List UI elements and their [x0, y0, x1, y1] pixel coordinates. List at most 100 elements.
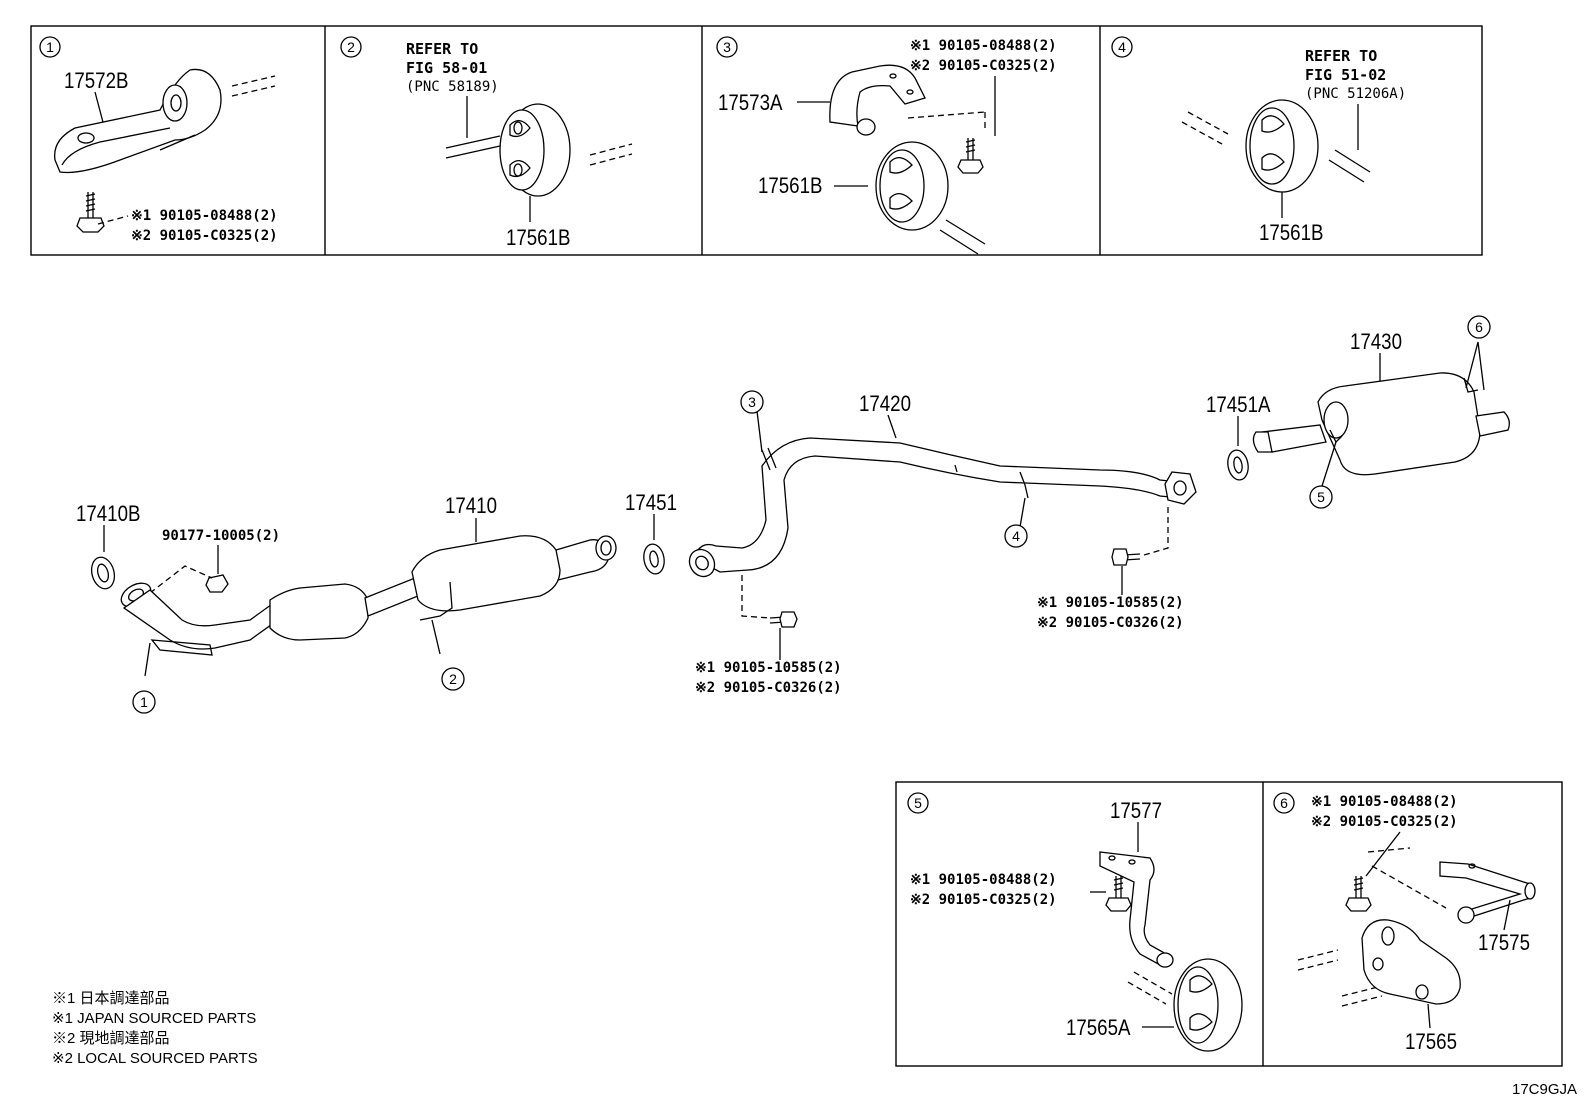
label-17451: 17451: [625, 492, 677, 516]
svg-text:1: 1: [140, 694, 148, 710]
legend-line-1: ※1 日本調達部品: [52, 990, 170, 1007]
callout-2: 2: [441, 667, 465, 691]
label-17420: 17420: [859, 393, 911, 417]
bottom-panels-frame: [895, 781, 1563, 1067]
legend: ※1 日本調達部品 ※1 JAPAN SOURCED PARTS ※2 現地調達…: [52, 990, 258, 1067]
leader-callout-6: [1465, 341, 1485, 391]
panel-6-bolt-note-1: ※1 90105-08488(2): [1311, 794, 1458, 810]
rubber-hanger-icon: [499, 103, 571, 197]
panel-6-dashed: [1367, 847, 1447, 909]
panel-4-pipe-stub: [1328, 149, 1371, 183]
panel-5: 5 17577 ※1 90105-08488(2) ※2 90105-C0325…: [907, 792, 1243, 1052]
panel-5-rubber-hanger-icon: [1173, 958, 1243, 1052]
panel-4-part-label: 17561B: [1259, 222, 1323, 246]
label-17410: 17410: [445, 495, 497, 519]
panel-6-number: 6: [1280, 795, 1288, 811]
panel-6-rod-leader: [1503, 899, 1511, 931]
panel-1-bolt-note-2: ※2 90105-C0325(2): [131, 228, 278, 244]
panel-2-number: 2: [347, 39, 355, 55]
panel-1-leader: [94, 91, 105, 127]
panel-3-bolt-note-1: ※1 90105-08488(2): [910, 38, 1057, 54]
panel-1-pipe-stub: [231, 75, 276, 97]
panel-4-refer-line-3: (PNC 51206A): [1305, 86, 1406, 102]
panel-3-rubber-label: 17561B: [758, 175, 822, 199]
panel-2-refer-line-3: (PNC 58189): [406, 79, 499, 95]
panel-6-pipe-stub-1: [1297, 949, 1339, 971]
front-pipe-catalytic-converter-icon: [120, 535, 617, 656]
panel-3-rubber-hanger-icon: [875, 141, 949, 231]
panel-4-number: 4: [1118, 39, 1126, 55]
leader-callout-4: [1019, 497, 1026, 528]
panel-2-pipe-stub-right: [589, 143, 633, 166]
gasket-17451A-icon: [1227, 449, 1249, 481]
svg-text:6: 6: [1475, 319, 1483, 335]
callout-6: 6: [1467, 315, 1491, 339]
panel-2: 2 REFER TO FIG 58-01 (PNC 58189) 17561B: [340, 36, 633, 251]
figure-code: 17C9GJA: [1512, 1081, 1577, 1098]
panel-3-pipe-stub: [939, 219, 986, 255]
exhaust-hanger-rod-icon: [829, 64, 926, 136]
legend-line-3: ※2 現地調達部品: [52, 1030, 170, 1047]
leader-callout-3: [756, 410, 763, 453]
nut-dashed-line: [149, 565, 213, 594]
panel-4-rubber-hanger-icon: [1245, 99, 1319, 193]
bolt-right-note-1: ※1 90105-10585(2): [1037, 595, 1184, 611]
panel-5-number: 5: [914, 795, 922, 811]
panel-5-bolt-note-2: ※2 90105-C0325(2): [910, 892, 1057, 908]
main-assembly: 17410B 90177-10005(2) 17410: [76, 315, 1510, 714]
bolt-right-note-2: ※2 90105-C0326(2): [1037, 615, 1184, 631]
panel-6-rod-label: 17575: [1478, 932, 1530, 956]
panel-6-block-leader: [1427, 1003, 1431, 1029]
callout-5: 5: [1309, 485, 1333, 509]
panel-1-bolt-note-1: ※1 90105-08488(2): [131, 208, 278, 224]
bottom-panels: [895, 781, 1563, 1067]
panel-1-bolt-icon: [76, 192, 105, 233]
callout-3: 3: [740, 390, 764, 414]
panel-4-number-circle: [1111, 36, 1133, 58]
panel-6-bolt-note-2: ※2 90105-C0325(2): [1311, 814, 1458, 830]
panel-5-rubber-label: 17565A: [1066, 1017, 1131, 1041]
gasket-17451-icon: [643, 543, 665, 575]
panel-5-bolt-icon: [1105, 876, 1132, 912]
bolt-right-dashed: [1143, 507, 1169, 556]
panel-1-number-circle: [39, 36, 61, 58]
exhaust-hanger-bracket-icon: [54, 68, 222, 174]
gasket-17410B-icon: [90, 556, 116, 590]
callout-4: 4: [1004, 524, 1028, 548]
label-90177: 90177-10005(2): [162, 528, 280, 544]
panel-6-hanger-rod-icon: [1439, 861, 1536, 924]
panel-4-refer-line-2: FIG 51-02: [1305, 66, 1386, 84]
panel-3-hanger-label: 17573A: [718, 92, 783, 116]
panel-3-bolt-icon: [957, 138, 984, 174]
panel-6-block-label: 17565: [1405, 1031, 1457, 1055]
panel-2-refer-line-1: REFER TO: [406, 40, 478, 58]
panel-2-part-label: 17561B: [506, 227, 570, 251]
top-panels: [30, 25, 1483, 256]
panel-4-pipe-stub-left: [1181, 111, 1229, 145]
panel-5-bracket-label: 17577: [1110, 800, 1162, 824]
legend-line-4: ※2 LOCAL SOURCED PARTS: [52, 1050, 258, 1067]
panel-3-number-circle: [716, 36, 738, 58]
panel-3-bolt-dashed: [907, 111, 986, 130]
legend-line-2: ※1 JAPAN SOURCED PARTS: [52, 1010, 256, 1027]
label-17451A: 17451A: [1206, 394, 1271, 418]
panel-1-number: 1: [46, 39, 54, 55]
bolt-left-dashed: [741, 575, 771, 619]
panel-1-bolt-leader: [97, 215, 129, 225]
bolt-right-icon: [1111, 548, 1141, 566]
panel-2-refer-line-2: FIG 58-01: [406, 59, 487, 77]
leader-17420: [887, 414, 897, 439]
leader-callout-1: [144, 642, 151, 677]
panel-2-pipe-stub: [445, 135, 501, 159]
panel-6-number-circle: [1273, 792, 1295, 814]
panel-5-number-circle: [907, 792, 929, 814]
svg-text:5: 5: [1317, 489, 1325, 505]
panel-6-bolt-icon: [1345, 876, 1372, 912]
panel-1: 1 17572B ※1 90105-08488(2) ※2 90105-C032…: [39, 36, 278, 244]
bolt-left-icon: [769, 611, 798, 628]
svg-text:3: 3: [748, 394, 756, 410]
panel-6-rubber-block-icon: [1361, 919, 1461, 1005]
nut-90177-icon: [205, 574, 229, 593]
bolt-left-note-1: ※1 90105-10585(2): [695, 660, 842, 676]
